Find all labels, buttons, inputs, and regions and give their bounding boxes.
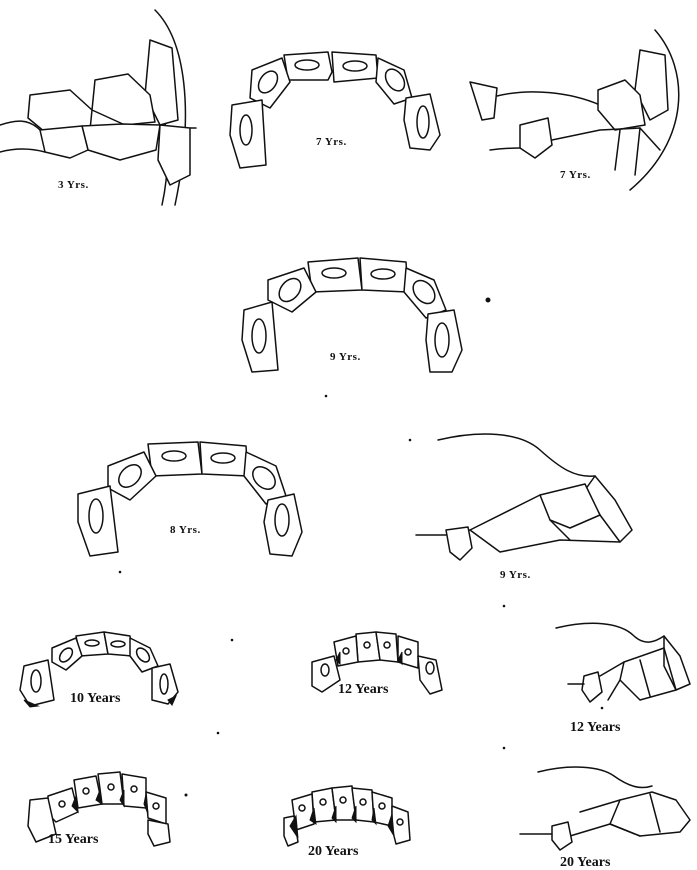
figure-20-years-table: 20 Years [284, 786, 410, 859]
caption-7-yrs-table: 7 Yrs. [316, 136, 347, 148]
figure-12-years-side: 12 Years [556, 623, 690, 735]
figure-7-yrs-side: 7 Yrs. [470, 30, 679, 190]
caption-10-years: 10 Years [70, 691, 121, 706]
caption-9-yrs-side: 9 Yrs. [500, 569, 531, 581]
caption-8-yrs: 8 Yrs. [170, 524, 201, 536]
figure-20-years-side: 20 Years [520, 767, 690, 870]
caption-9-yrs-table: 9 Yrs. [330, 351, 361, 363]
figure-8-yrs-table: 8 Yrs. [78, 442, 302, 556]
figure-7-yrs-table: 7 Yrs. [230, 52, 440, 168]
figure-12-years-table: 12 Years [312, 632, 442, 697]
caption-3-yrs: 3 Yrs. [58, 179, 89, 191]
figure-9-yrs-table: 9 Yrs. [242, 258, 490, 372]
figure-3-yrs-side: 3 Yrs. [0, 10, 196, 205]
caption-12-years-table: 12 Years [338, 682, 389, 697]
figure-9-yrs-side: 9 Yrs. [416, 434, 632, 581]
caption-15-years: 15 Years [48, 832, 99, 847]
caption-20-years-table: 20 Years [308, 844, 359, 859]
figure-15-years-table: 15 Years [28, 772, 170, 847]
caption-12-years-side: 12 Years [570, 720, 621, 735]
caption-20-years-side: 20 Years [560, 855, 611, 870]
caption-7-yrs-side: 7 Yrs. [560, 169, 591, 181]
figure-10-years-table: 10 Years [20, 632, 178, 707]
